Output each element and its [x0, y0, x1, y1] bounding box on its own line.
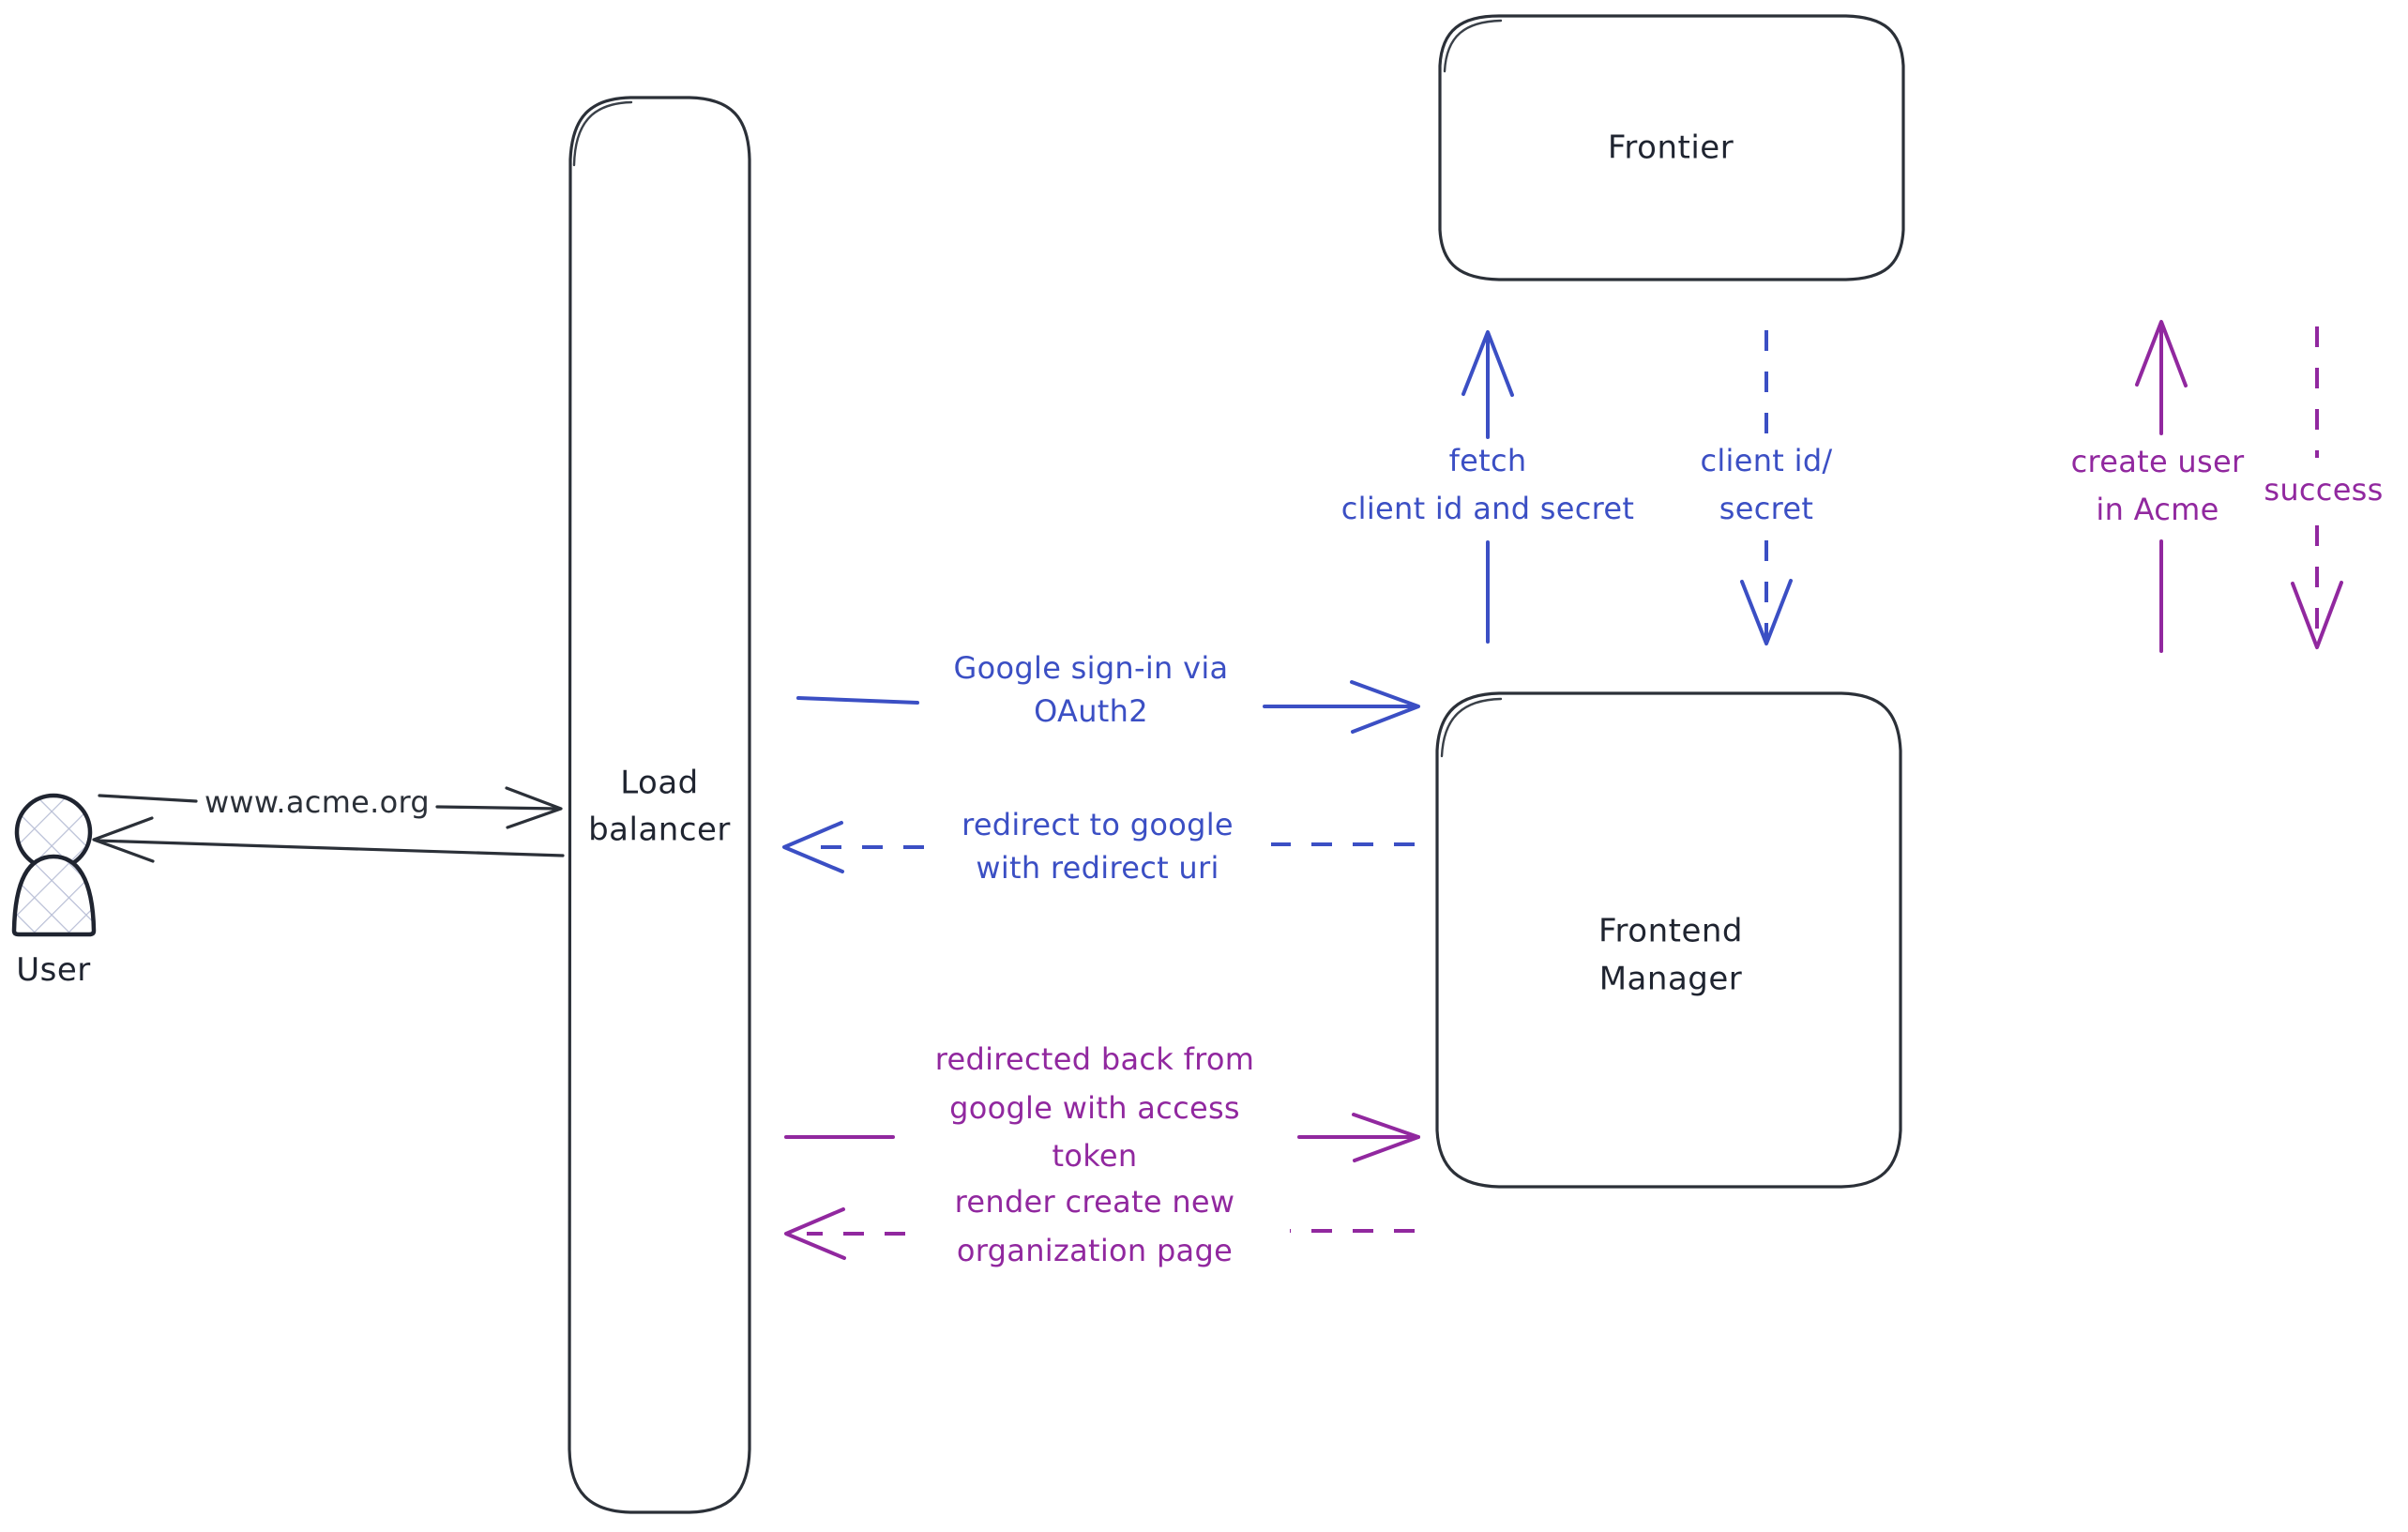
- edge-redirect-label-line1: redirect to google: [962, 807, 1234, 842]
- frontend-manager-node[interactable]: Frontend Manager: [1435, 691, 1902, 1189]
- frontier-shape: [1438, 14, 1905, 281]
- edge-token-label-line2: google with access: [949, 1090, 1240, 1126]
- edge-user-to-lb-line-right: [435, 805, 561, 811]
- edge-success-arrowhead: [2291, 581, 2343, 649]
- edge-redirect-label-line2: with redirect uri: [976, 850, 1219, 886]
- edge-render-label-line2: organization page: [957, 1233, 1233, 1268]
- edge-lb-to-user-line: [95, 839, 565, 857]
- edge-user-to-lb[interactable]: www.acme.org: [98, 784, 563, 829]
- edge-lb-to-fm-token[interactable]: redirected back from google with access …: [784, 1041, 1420, 1174]
- edge-signin-label-line2: OAuth2: [1034, 693, 1148, 729]
- edge-credentials-label-line2: secret: [1719, 491, 1813, 526]
- frontier-sketch-accent: [1443, 19, 1503, 73]
- edge-lb-to-user-arrowhead: [92, 816, 155, 863]
- edge-lb-to-user[interactable]: [92, 816, 565, 863]
- user-actor[interactable]: User: [11, 793, 97, 989]
- edge-render-arrowhead: [784, 1207, 846, 1260]
- edge-user-to-lb-line-left: [98, 794, 198, 803]
- edge-fm-to-frontier-create-user[interactable]: create user in Acme: [2071, 320, 2245, 653]
- frontend-manager-label-line1: Frontend: [1598, 913, 1743, 950]
- frontier-label: Frontier: [1608, 129, 1734, 167]
- edge-create-user-label-line1: create user: [2071, 444, 2245, 479]
- edge-token-label-line3: token: [1053, 1138, 1138, 1174]
- frontend-manager-shape: [1435, 691, 1902, 1189]
- frontend-manager-label-line2: Manager: [1599, 961, 1743, 998]
- load-balancer-shape: [568, 96, 751, 1514]
- edge-user-to-lb-label: www.acme.org: [204, 784, 430, 820]
- edge-create-user-label-line2: in Acme: [2096, 492, 2219, 527]
- edge-create-user-arrowhead: [2135, 320, 2188, 387]
- frontend-manager-sketch-accent: [1440, 697, 1503, 758]
- load-balancer-label-line2: balancer: [588, 812, 731, 849]
- edge-redirect-arrowhead: [782, 821, 844, 873]
- edge-signin-label-line1: Google sign-in via: [954, 650, 1229, 686]
- edge-lb-to-fm-signin[interactable]: Google sign-in via OAuth2: [796, 650, 1420, 734]
- edge-credentials-arrowhead: [1740, 579, 1793, 645]
- edge-fm-to-lb-render[interactable]: render create new organization page: [784, 1184, 1415, 1268]
- edge-fetch-label-line2: client id and secret: [1341, 491, 1634, 526]
- frontier-node[interactable]: Frontier: [1438, 14, 1905, 281]
- edge-user-to-lb-arrowhead: [505, 786, 563, 829]
- load-balancer-sketch-accent: [572, 100, 633, 167]
- edge-frontier-to-fm-credentials[interactable]: client id/ secret: [1700, 330, 1832, 645]
- edge-token-label-line1: redirected back from: [935, 1041, 1254, 1077]
- edge-fetch-arrowhead: [1461, 330, 1514, 397]
- edge-fm-to-lb-redirect[interactable]: redirect to google with redirect uri: [782, 807, 1415, 886]
- edge-success-label: success: [2264, 472, 2383, 508]
- edge-fetch-label-line1: fetch: [1449, 443, 1527, 478]
- edge-render-label-line1: render create new: [955, 1184, 1235, 1220]
- edge-signin-line-left: [796, 696, 919, 705]
- load-balancer-label-line1: Load: [620, 765, 699, 802]
- edge-frontier-to-fm-success[interactable]: success: [2264, 326, 2383, 649]
- edge-fm-to-frontier-fetch[interactable]: fetch client id and secret: [1341, 330, 1634, 644]
- user-actor-label: User: [16, 951, 91, 989]
- user-body-icon: [11, 854, 97, 937]
- edge-credentials-label-line1: client id/: [1700, 443, 1832, 478]
- edge-signin-arrowhead: [1350, 680, 1420, 734]
- edge-token-arrowhead: [1352, 1113, 1420, 1162]
- load-balancer-node[interactable]: Load balancer: [568, 96, 751, 1514]
